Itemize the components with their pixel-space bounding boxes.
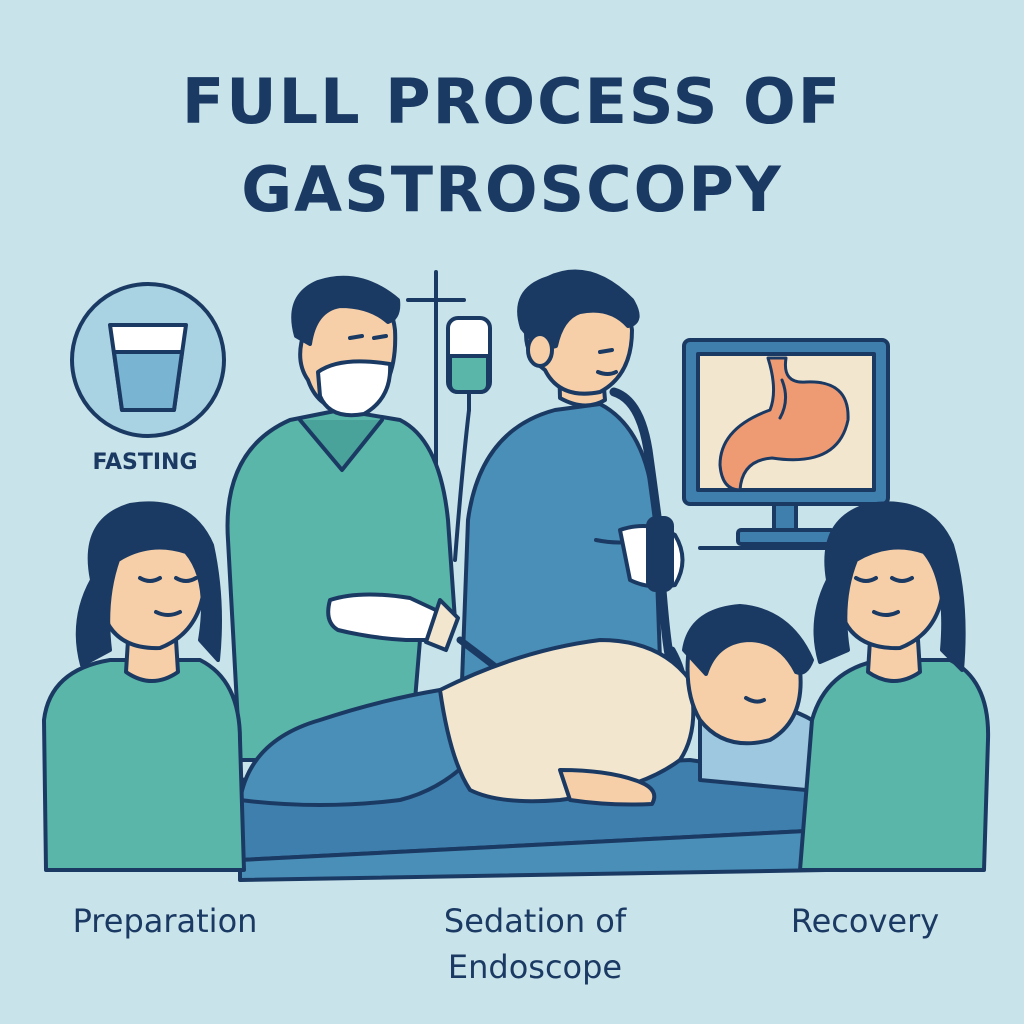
iv-drip-icon [406,270,492,642]
step-caption-sedation: Sedation of Endoscope [390,898,680,990]
water-glass-icon [70,282,226,438]
fasting-label: FASTING [92,450,198,475]
title-line-1: FULL PROCESS OF [181,65,843,138]
preparation-patient-figure [42,501,246,872]
patient-figure [238,604,814,807]
sedation-caption-line-2: Endoscope [447,948,623,986]
step-caption-preparation: Preparation [72,902,258,940]
monitor-icon [682,338,890,550]
step-caption-recovery: Recovery [790,902,940,940]
recovery-patient-figure [798,501,991,872]
nurse-figure [225,275,460,762]
page-title: FULL PROCESS OF GASTROSCOPY [0,58,1024,234]
sedation-caption-line-1: Sedation of [443,902,627,940]
title-line-2: GASTROSCOPY [241,153,783,226]
stomach-icon [718,356,850,492]
